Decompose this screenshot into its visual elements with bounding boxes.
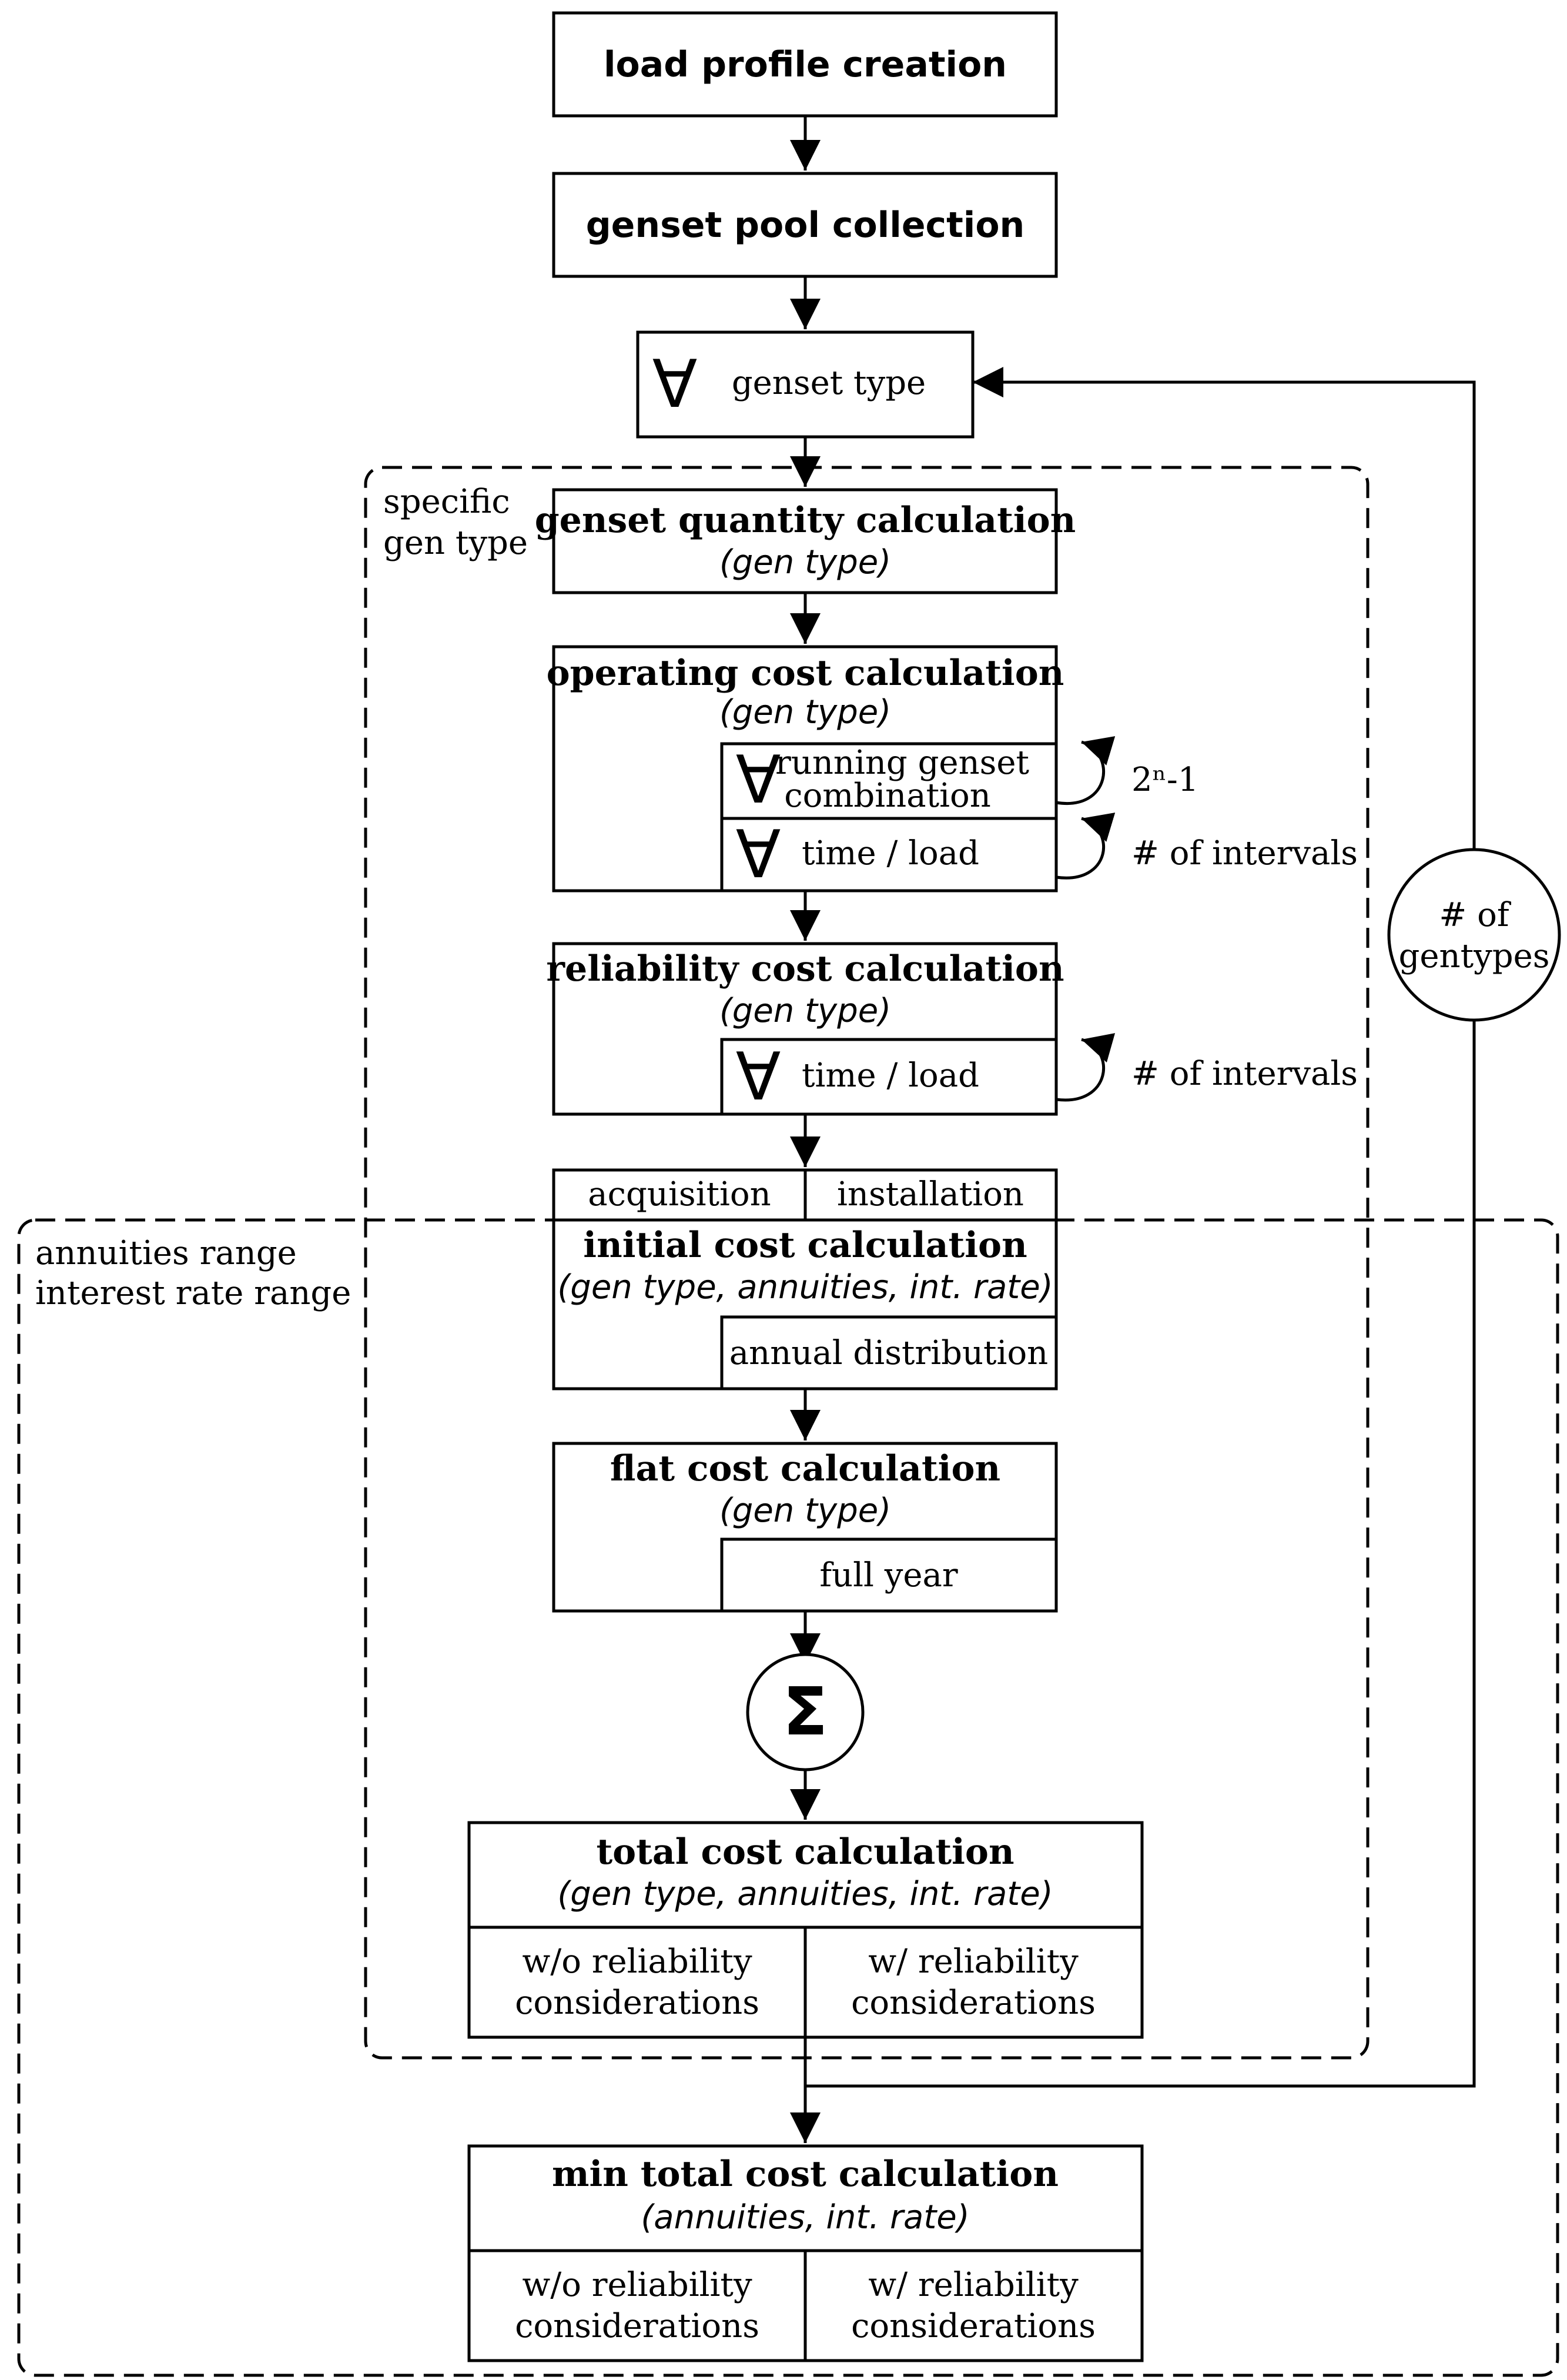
reliability-intervals-count: # of intervals [1131, 1055, 1358, 1093]
min-wo-reliability-line2: considerations [515, 2307, 759, 2345]
intervals-count: # of intervals [1131, 834, 1358, 873]
genset-pool-box [552, 172, 1058, 278]
operating-cost-box [552, 645, 1058, 893]
reliability-time-load-label: time / load [802, 1057, 979, 1095]
self-loop-arrow-combination [1056, 736, 1116, 805]
min-wo-reliability-line1: w/o reliability [522, 2266, 752, 2304]
total-w-reliability-line2: considerations [851, 1984, 1096, 2022]
loop-counter-circle [1387, 848, 1561, 1022]
min-w-reliability-line1: w/ reliability [868, 2266, 1079, 2304]
combination-count: 2ⁿ-1 [1131, 761, 1198, 799]
self-loop-arrow-intervals [1056, 813, 1116, 880]
region-label-gen-type: gen type [383, 524, 528, 562]
sum-icon: Σ [783, 1674, 828, 1750]
gentype-feedback-loop: # of gentypes [805, 367, 1561, 2088]
loop-counter-line2: gentypes [1399, 937, 1550, 975]
load-profile-label: load profile creation [604, 44, 1007, 85]
flat-cost-title: flat cost calculation [610, 1448, 1000, 1489]
load-profile-box [552, 11, 1058, 118]
reliability-cost-params: (gen type) [719, 992, 891, 1030]
annual-distribution-label: annual distribution [729, 1334, 1048, 1372]
initial-cost-title: initial cost calculation [583, 1225, 1027, 1266]
flat-cost-box [552, 1442, 1058, 1613]
forall-icon: ∀ [652, 346, 698, 423]
total-cost-title: total cost calculation [596, 1831, 1014, 1873]
genset-quantity-box [552, 488, 1058, 594]
flat-cost-params: (gen type) [719, 1492, 891, 1530]
min-total-cost-title: min total cost calculation [552, 2154, 1059, 2195]
min-total-cost-params: (annuities, int. rate) [641, 2198, 969, 2237]
region-label-interest-rate-range: interest rate range [35, 1274, 351, 1312]
full-year-label: full year [819, 1556, 958, 1595]
reliability-cost-box [552, 942, 1058, 1116]
min-w-reliability-line2: considerations [851, 2307, 1096, 2345]
running-genset-label: running genset [775, 744, 1030, 782]
genset-type-label: genset type [732, 364, 926, 402]
genset-type-box [636, 330, 975, 439]
forall-icon: ∀ [736, 1039, 781, 1115]
time-load-label: time / load [802, 834, 979, 873]
total-w-reliability-line1: w/ reliability [868, 1943, 1079, 1981]
total-wo-reliability-line2: considerations [515, 1984, 759, 2022]
sum-circle [746, 1653, 865, 1771]
forall-icon: ∀ [736, 817, 781, 893]
acquisition-label: acquisition [588, 1175, 771, 1214]
combination-label: combination [784, 777, 991, 815]
region-label-annuities-range: annuities range [35, 1234, 297, 1272]
operating-cost-title: operating cost calculation [547, 653, 1064, 694]
genset-pool-label: genset pool collection [586, 205, 1025, 246]
region-label-specific: specific [383, 483, 510, 521]
genset-quantity-title: genset quantity calculation [535, 500, 1076, 541]
loop-counter-line1: # of [1439, 896, 1511, 934]
operating-cost-params: (gen type) [719, 693, 891, 731]
genset-quantity-params: (gen type) [719, 543, 891, 581]
installation-label: installation [837, 1175, 1024, 1214]
reliability-cost-title: reliability cost calculation [546, 948, 1064, 990]
specific-gen-type-region [364, 466, 1370, 2060]
initial-cost-params: (gen type, annuities, int. rate) [557, 1268, 1053, 1306]
forall-icon: ∀ [736, 742, 781, 818]
total-wo-reliability-line1: w/o reliability [522, 1943, 752, 1981]
self-loop-arrow-reliability [1056, 1033, 1116, 1102]
total-cost-params: (gen type, annuities, int. rate) [557, 1875, 1053, 1913]
